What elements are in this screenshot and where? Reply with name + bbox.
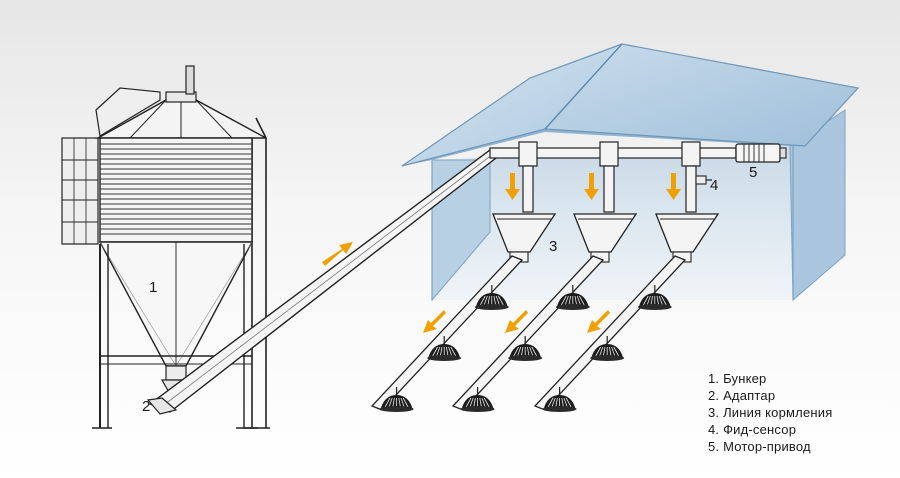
feeder-pan (590, 336, 625, 361)
flow-arrow-drop-3 (666, 173, 681, 200)
feeder-pan (474, 285, 509, 310)
flow-arrow-drop-2 (584, 173, 599, 200)
feeder-pan (427, 336, 462, 361)
feeder-pan (379, 387, 414, 412)
legend-item-adapter: 2. Адаптар (708, 388, 776, 403)
feed-sensor (695, 175, 712, 185)
callout-adapter: 2 (142, 398, 150, 415)
legend-item-feed-line: 3. Линия кормления (708, 405, 833, 420)
legend: 1. Бункер 2. Адаптар 3. Линия кормления … (708, 370, 832, 455)
motor-drive (735, 143, 787, 163)
drop-stations (492, 141, 720, 263)
legend-item-hopper: 1. Бункер (708, 371, 767, 386)
flow-arrows (322, 173, 681, 333)
feeder-pans (379, 285, 672, 412)
flow-arrow-line-3 (587, 310, 610, 333)
feeder-pan (508, 336, 543, 361)
flow-arrow-line-1 (423, 310, 446, 333)
flow-arrow-drop-1 (505, 173, 520, 200)
callout-motor-drive: 5 (749, 164, 757, 181)
legend-item-feed-sensor: 4. Фид-сенсор (708, 422, 797, 437)
silo-corrugation (100, 143, 252, 235)
feeder-pan (542, 387, 577, 412)
flow-arrow-conveyor (322, 242, 353, 266)
callout-feed-line: 3 (549, 238, 557, 255)
feeder-pan (637, 285, 672, 310)
feeder-pan (555, 285, 590, 310)
feeder-pan (460, 387, 495, 412)
callout-feed-sensor: 4 (710, 177, 718, 194)
callout-hopper: 1 (149, 279, 157, 296)
legend-item-motor-drive: 5. Мотор-привод (708, 439, 811, 454)
flow-arrow-line-2 (505, 310, 528, 333)
